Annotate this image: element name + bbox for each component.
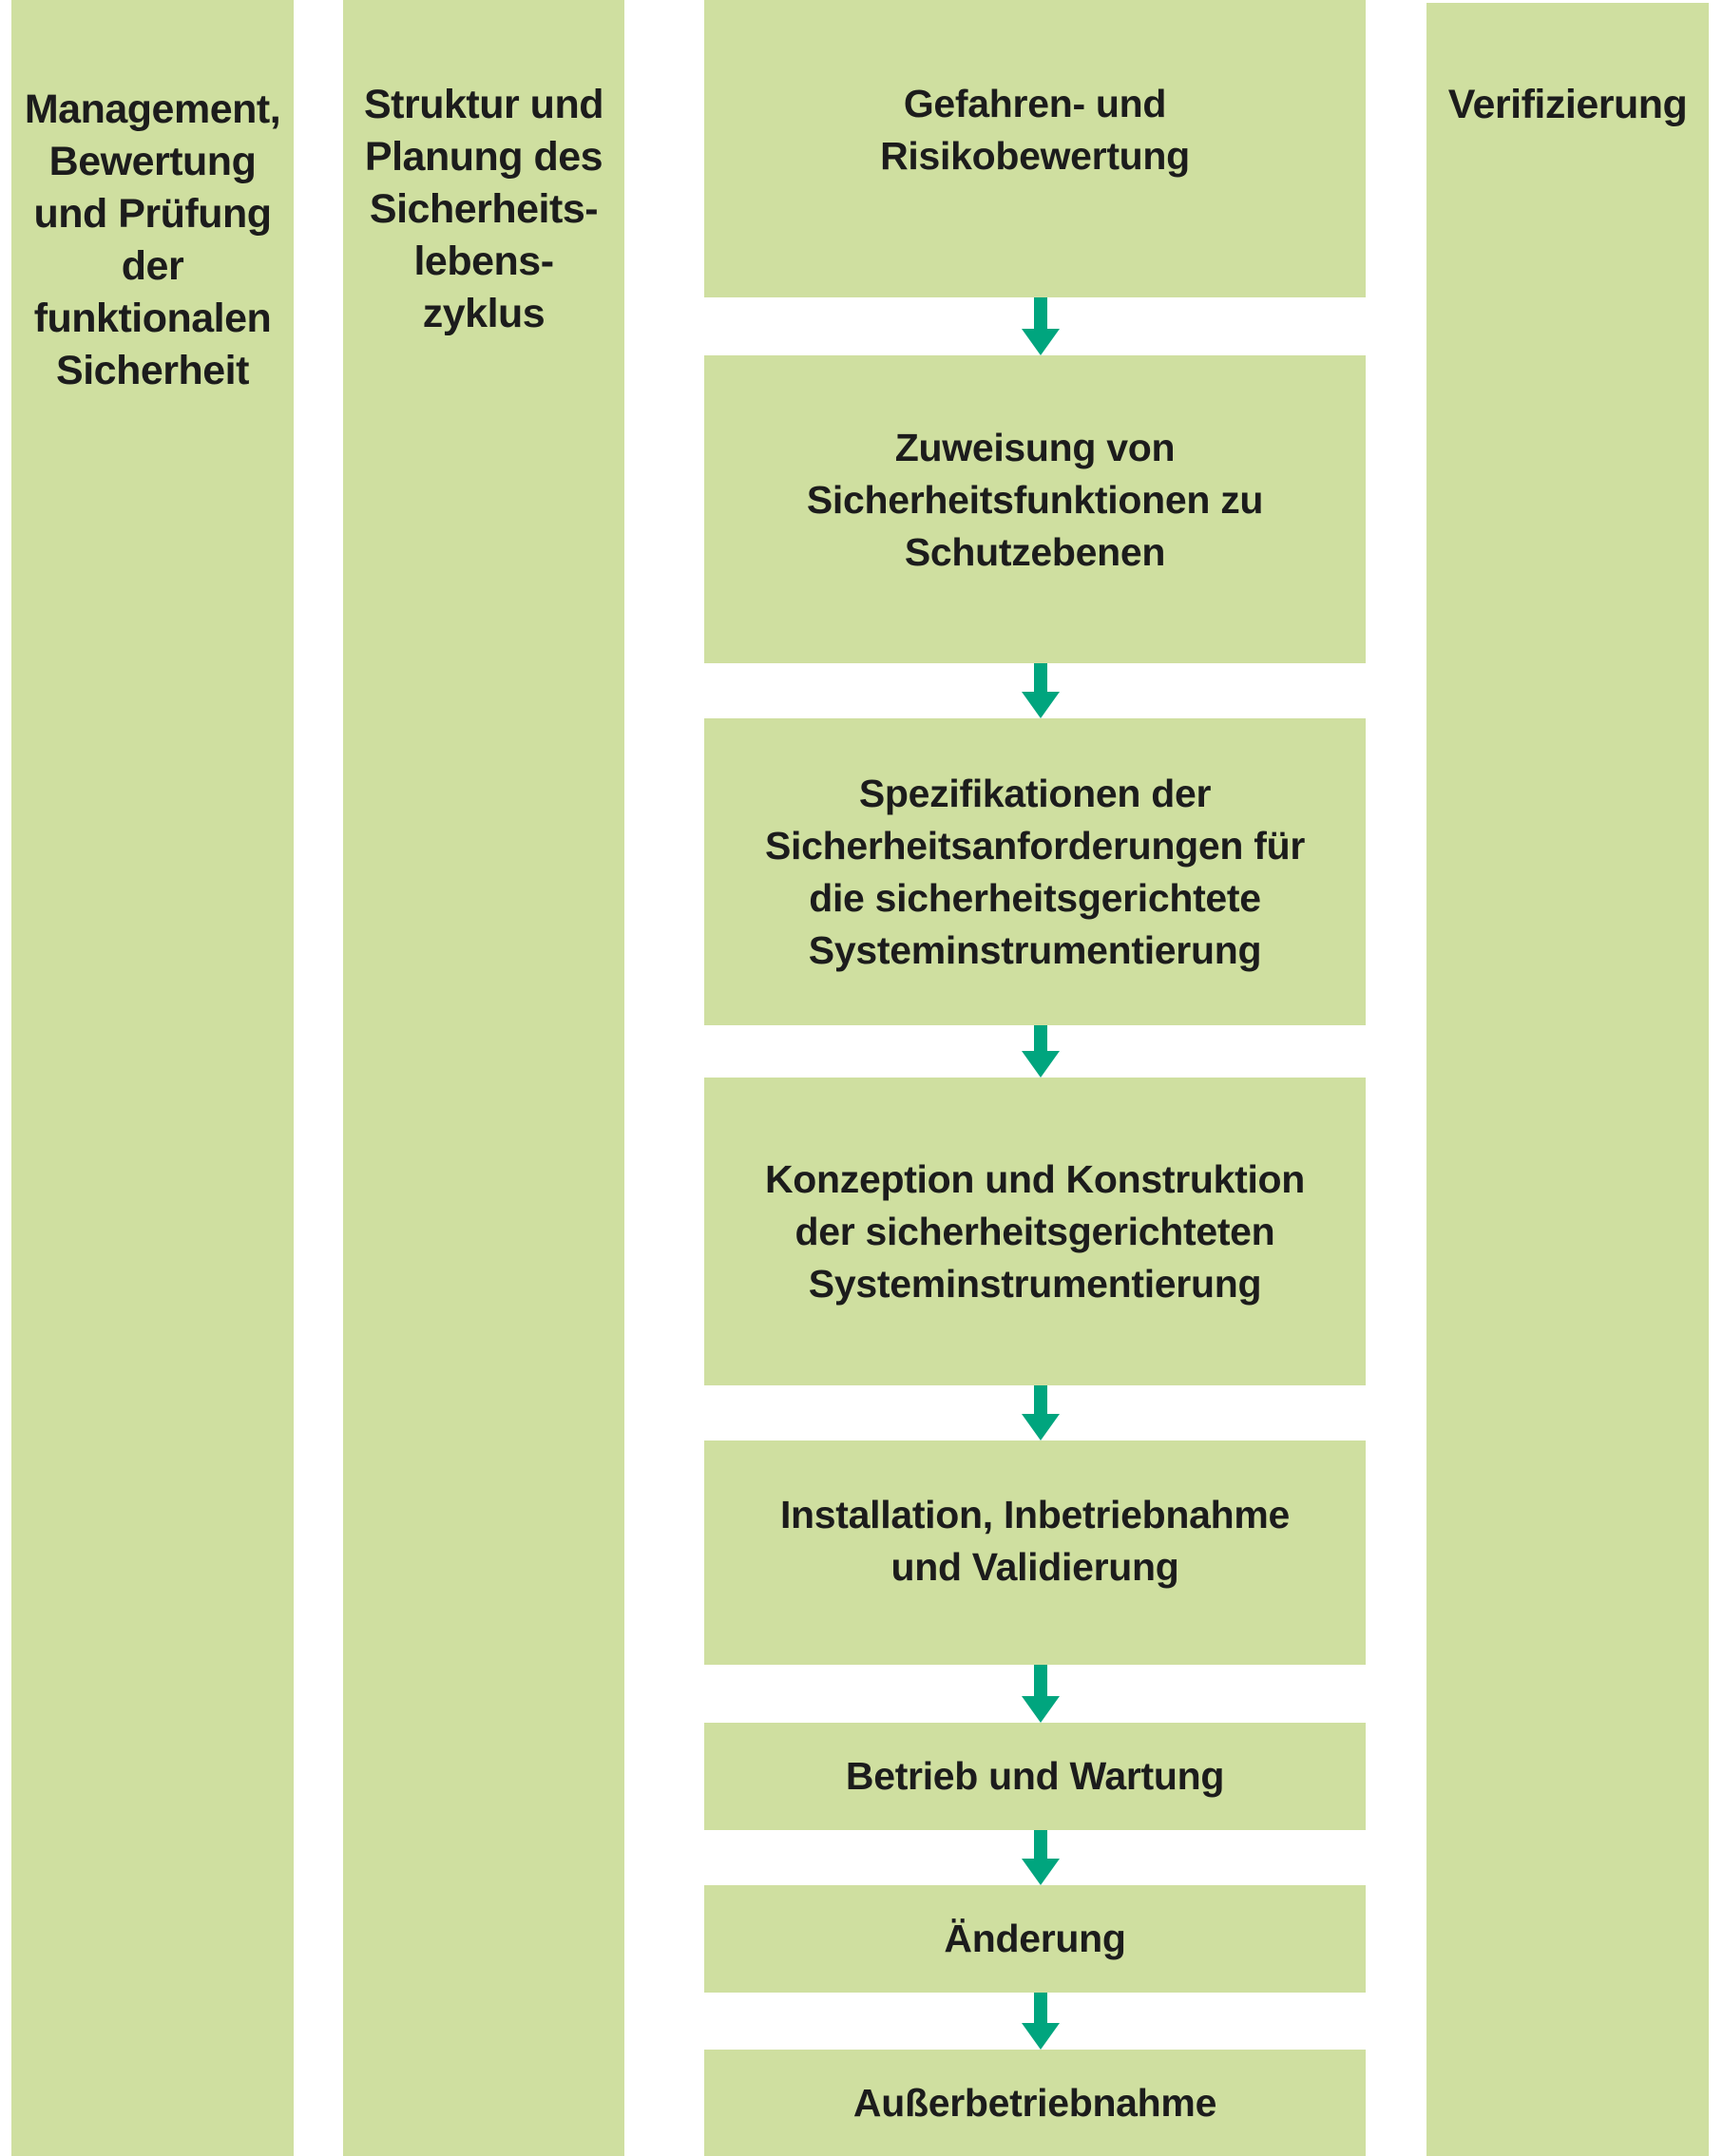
arrow-down-icon <box>1018 1830 1063 1885</box>
phase-label: Betrieb und Wartung <box>845 1754 1225 1798</box>
verification-column-label: Verifizierung <box>1447 82 1688 127</box>
arrow-down-icon <box>1018 1385 1063 1441</box>
phase-box-hazard-risk-assessment: Gefahren- und Risikobewertung <box>704 0 1366 297</box>
phase-box-allocation-safety-functions: Zuweisung von Sicherheitsfunktionen zu S… <box>704 355 1366 663</box>
phase-label: Änderung <box>944 1917 1126 1960</box>
phase-label: Gefahren- und Risikobewertung <box>880 81 1190 178</box>
phase-box-decommissioning: Außerbetriebnahme <box>704 2050 1366 2156</box>
arrow-down-icon <box>1018 1025 1063 1078</box>
phase-box-modification: Änderung <box>704 1885 1366 1993</box>
phase-box-operation-maintenance: Betrieb und Wartung <box>704 1723 1366 1830</box>
phase-box-safety-requirements-spec: Spezifikationen der Sicherheitsanforderu… <box>704 718 1366 1025</box>
verification-column: Verifizierung <box>1426 3 1709 2156</box>
arrow-down-icon <box>1018 663 1063 718</box>
arrow-down-icon <box>1018 297 1063 355</box>
arrow-down-icon <box>1018 1993 1063 2050</box>
management-column-label: Management, Bewertung und Prüfung der fu… <box>24 86 281 393</box>
phase-label: Konzeption und Konstruktion der sicherhe… <box>764 1156 1306 1306</box>
phase-label: Außerbetriebnahme <box>852 2080 1217 2125</box>
phase-label: Installation, Inbetriebnahme und Validie… <box>779 1493 1291 1589</box>
structure-column-label: Struktur und Planung des Sicherheits- le… <box>364 82 603 336</box>
phase-box-installation-commissioning: Installation, Inbetriebnahme und Validie… <box>704 1441 1366 1665</box>
arrow-down-icon <box>1018 1665 1063 1723</box>
structure-column: Struktur und Planung des Sicherheits- le… <box>343 0 624 2156</box>
phase-box-design-engineering: Konzeption und Konstruktion der sicherhe… <box>704 1078 1366 1385</box>
management-column: Management, Bewertung und Prüfung der fu… <box>11 0 294 2156</box>
phase-label: Zuweisung von Sicherheitsfunktionen zu S… <box>806 425 1264 574</box>
phase-label: Spezifikationen der Sicherheitsanforderu… <box>765 771 1305 972</box>
